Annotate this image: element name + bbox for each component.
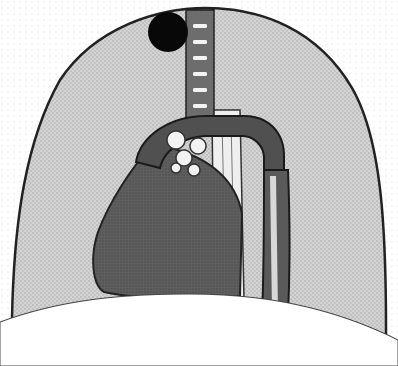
- hilar-vessel: [190, 138, 206, 154]
- tracheal-ring: [193, 72, 207, 76]
- tracheal-ring: [193, 40, 207, 44]
- tracheal-ring: [193, 88, 207, 92]
- tracheal-ring: [193, 24, 207, 28]
- hilar-vessel: [167, 131, 185, 149]
- hilar-vessel: [171, 163, 181, 173]
- tracheal-ring: [193, 56, 207, 60]
- hilar-vessel: [188, 164, 200, 176]
- apical-mass-lesion: [148, 12, 188, 52]
- tracheal-ring: [193, 104, 207, 108]
